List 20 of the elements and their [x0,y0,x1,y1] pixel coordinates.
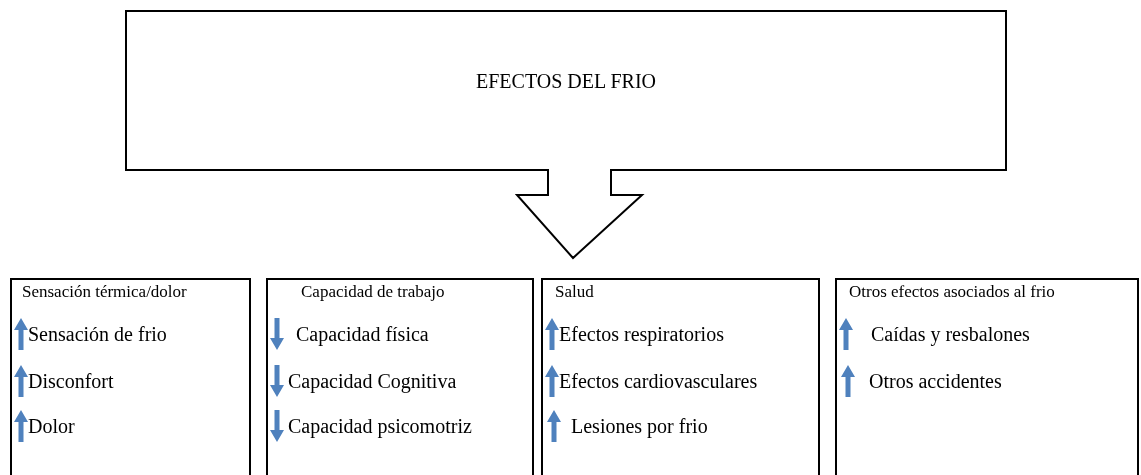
effect-label: Capacidad psicomotriz [288,414,472,438]
effect-label: Capacidad física [296,322,429,346]
callout-title: EFECTOS DEL FRIO [475,70,657,93]
category-box [835,278,1139,475]
category-box [541,278,820,475]
effect-label: Caídas y resbalones [871,322,1030,346]
effect-label: Disconfort [28,369,114,393]
effect-label: Efectos cardiovasculares [559,369,758,393]
effect-label: Sensación de frio [28,322,167,346]
category-heading: Otros efectos asociados al frio [849,282,1055,302]
category-box [10,278,251,475]
category-box [266,278,534,475]
effect-label: Lesiones por frio [571,414,708,438]
effect-label: Otros accidentes [869,369,1002,393]
category-heading: Salud [555,282,594,302]
effect-label: Capacidad Cognitiva [288,369,457,393]
category-heading: Capacidad de trabajo [301,282,445,302]
effect-label: Efectos respiratorios [559,322,724,346]
category-heading: Sensación térmica/dolor [22,282,187,302]
effect-label: Dolor [28,414,75,438]
